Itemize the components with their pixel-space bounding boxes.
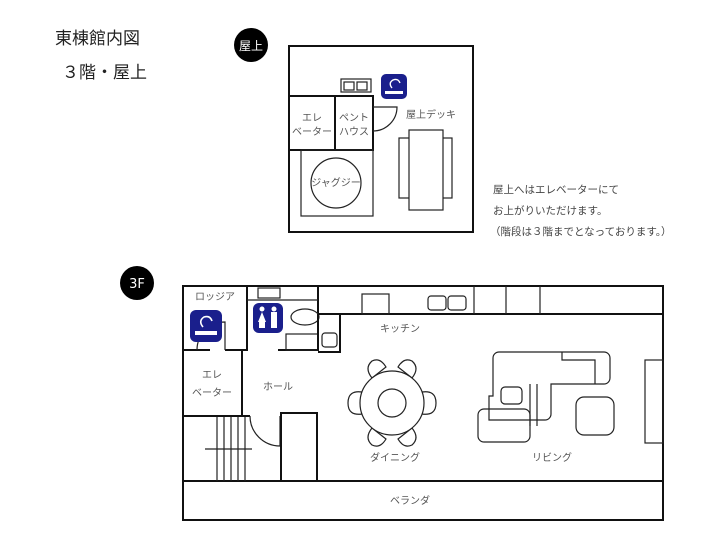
title-building: 東棟館内図 xyxy=(55,29,140,49)
floor3-plan: 3F xyxy=(120,266,664,521)
floor3-elevator-label-2: ベーター xyxy=(192,387,232,399)
rooftop-elevator-label-2: ベーター xyxy=(292,126,332,138)
rooftop-plan: 屋上 エレ ベーター ペント ハウス ジャグジー 屋上デッキ xyxy=(234,28,474,233)
loggia-label: ロッジア xyxy=(195,292,235,303)
smoking-area-icon xyxy=(190,310,222,342)
note-line: お上がりいただけます。 xyxy=(493,204,607,217)
deck-label: 屋上デッキ xyxy=(406,108,456,121)
dining-table xyxy=(347,359,437,447)
floor3-badge xyxy=(120,266,154,300)
title-floors: ３階・屋上 xyxy=(62,63,147,83)
kitchen-label: キッチン xyxy=(380,323,420,335)
penthouse-label: ペント xyxy=(339,113,369,124)
floor3-badge-label: 3F xyxy=(129,277,145,292)
floor3-elevator-label: エレ xyxy=(202,370,222,381)
note-line: 屋上へはエレベーターにて xyxy=(493,184,619,196)
living-label: リビング xyxy=(532,451,572,464)
living-sofa xyxy=(477,351,664,444)
rooftop-badge-label: 屋上 xyxy=(239,39,263,53)
dining-label: ダイニング xyxy=(370,451,420,464)
smoking-area-icon xyxy=(381,74,407,99)
rooftop-badge xyxy=(234,28,268,62)
note-line: （階段は３階までとなっております。） xyxy=(490,225,672,238)
penthouse-label-2: ハウス xyxy=(339,126,369,138)
jacuzzi-label: ジャグジー xyxy=(311,176,361,189)
veranda-label: ベランダ xyxy=(390,494,430,507)
restroom-icon xyxy=(253,303,283,333)
hall-label: ホール xyxy=(263,381,293,393)
rooftop-elevator-label: エレ xyxy=(302,113,322,124)
jacuzzi xyxy=(310,157,362,209)
